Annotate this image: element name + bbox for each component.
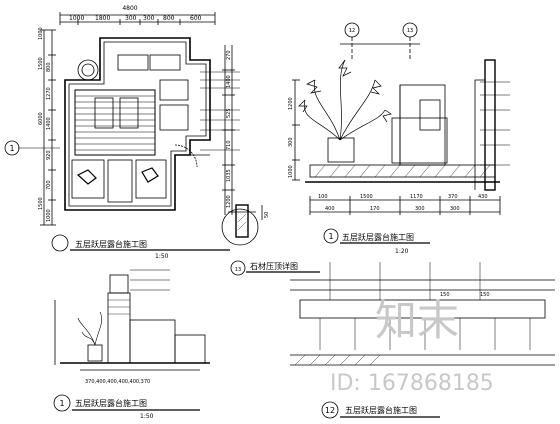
dim: 1400 bbox=[46, 117, 52, 130]
grid-label-b: 13 bbox=[407, 28, 413, 34]
plan-right-dims: 270 1400 525 710 1035 1200 bbox=[226, 50, 232, 208]
dim: 1000 bbox=[288, 165, 294, 178]
dim: 920 bbox=[46, 150, 52, 160]
dim: 700 bbox=[46, 180, 52, 190]
dim: 1170 bbox=[410, 194, 423, 200]
coping-detail bbox=[221, 204, 320, 276]
detail-title: 石材压顶详图 bbox=[250, 261, 298, 271]
plan-title: 五层跃层露台施工图 bbox=[75, 239, 147, 249]
dim: 400 bbox=[325, 206, 335, 212]
sec2-dim-a: 150 bbox=[440, 292, 450, 298]
sec2-title: 五层跃层露台施工图 bbox=[345, 405, 417, 415]
dim: 1200 bbox=[288, 97, 294, 110]
sec2-marker: 12 bbox=[325, 406, 335, 415]
dim: 1200 bbox=[226, 195, 232, 208]
dim: 100 bbox=[318, 194, 328, 200]
dim: 1270 bbox=[46, 87, 52, 100]
detail-dim: 50 bbox=[264, 212, 270, 218]
dim: 300 bbox=[415, 206, 425, 212]
dim: 800 bbox=[46, 62, 52, 72]
axis-label: 1 bbox=[9, 144, 14, 153]
plan-top-dims: 1000 1800 300 300 800 600 bbox=[69, 15, 202, 22]
dim: 1000 bbox=[38, 27, 44, 40]
terrace-elevation bbox=[53, 269, 210, 412]
floor-plan bbox=[4, 12, 240, 252]
sec2-dim-b: 150 bbox=[480, 292, 490, 298]
dim: 1800 bbox=[95, 15, 110, 22]
plan-left-dims: 1000 1500 800 1270 1400 6000 920 700 150… bbox=[38, 27, 52, 222]
plan-scale: 1:50 bbox=[155, 253, 169, 260]
dim: 300 bbox=[288, 137, 294, 147]
dim: 1500 bbox=[38, 57, 44, 70]
watermark-id: ID: 167868185 bbox=[330, 371, 494, 396]
dim: 300 bbox=[450, 206, 460, 212]
dim: 170 bbox=[370, 206, 380, 212]
dim: 6000 bbox=[38, 112, 44, 125]
dim: 710 bbox=[226, 140, 232, 150]
section-marker: 1 bbox=[328, 232, 333, 241]
plan-top-total: 4800 bbox=[122, 5, 137, 12]
dim: 1000 bbox=[69, 15, 84, 22]
dim: 300 bbox=[125, 15, 137, 22]
elev-scale: 1:50 bbox=[140, 413, 154, 420]
elev-marker: 1 bbox=[59, 399, 64, 408]
dim: 270 bbox=[226, 50, 232, 60]
detail-marker: 13 bbox=[235, 267, 241, 273]
dim: 370 bbox=[448, 194, 458, 200]
elev-dims: 370,400,400,400,400,370 bbox=[85, 379, 150, 385]
dim: 800 bbox=[163, 15, 175, 22]
section-scale: 1:20 bbox=[395, 248, 409, 255]
dim: 1035 bbox=[226, 169, 232, 182]
elev-title: 五层跃层露台施工图 bbox=[75, 398, 147, 408]
dim: 430 bbox=[478, 194, 488, 200]
dim: 525 bbox=[226, 108, 232, 118]
dim: 1400 bbox=[226, 75, 232, 88]
dim: 300 bbox=[143, 15, 155, 22]
terrace-section-2 bbox=[290, 262, 555, 419]
dim: 1000 bbox=[46, 209, 52, 222]
section-title: 五层跃层露台施工图 bbox=[342, 232, 414, 242]
section-bottom-dims: 100 1500 1170 370 430 400 170 300 300 bbox=[318, 194, 488, 212]
grid-label-a: 12 bbox=[349, 28, 355, 34]
dim: 1500 bbox=[38, 197, 44, 210]
dim: 1500 bbox=[360, 194, 373, 200]
watermark-logo-text: 知末 bbox=[375, 296, 459, 345]
terrace-section bbox=[292, 22, 510, 244]
section-left-dims: 1200 300 1000 bbox=[288, 97, 294, 178]
dim: 600 bbox=[190, 15, 202, 22]
